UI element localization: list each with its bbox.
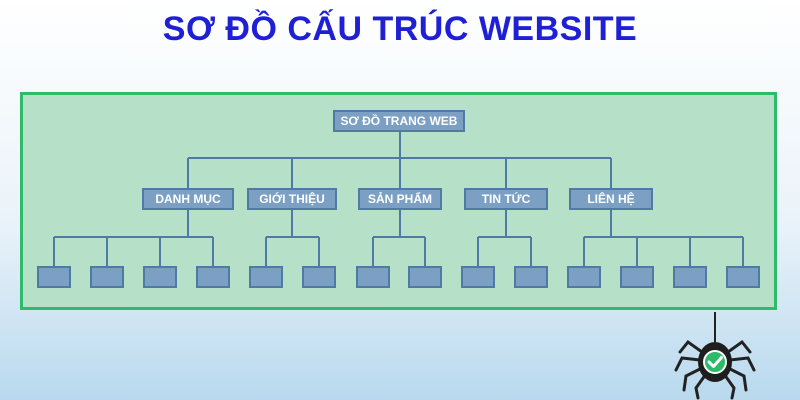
leaf-node xyxy=(673,266,707,288)
leaf-node xyxy=(356,266,390,288)
category-node-label: SẢN PHẨM xyxy=(367,192,432,206)
leaf-node xyxy=(90,266,124,288)
category-node: DANH MỤC xyxy=(142,188,234,210)
root-node: SƠ ĐỒ TRANG WEB xyxy=(333,110,465,132)
category-node-label: GIỚI THIỆU xyxy=(259,192,325,206)
leaf-node xyxy=(461,266,495,288)
category-node-label: LIÊN HỆ xyxy=(587,192,635,206)
category-node-label: TIN TỨC xyxy=(481,192,531,206)
root-node-label: SƠ ĐỒ TRANG WEB xyxy=(340,114,458,128)
leaf-node xyxy=(408,266,442,288)
category-node: SẢN PHẨM xyxy=(358,188,442,210)
leaf-node xyxy=(196,266,230,288)
category-node: TIN TỨC xyxy=(464,188,548,210)
leaf-node xyxy=(567,266,601,288)
leaf-node xyxy=(726,266,760,288)
category-node: LIÊN HỆ xyxy=(569,188,653,210)
page-title: SƠ ĐỒ CẤU TRÚC WEBSITE xyxy=(162,10,638,48)
leaf-node xyxy=(514,266,548,288)
leaf-node xyxy=(302,266,336,288)
category-node: GIỚI THIỆU xyxy=(247,188,337,210)
spider-check-icon xyxy=(674,312,756,400)
leaf-node xyxy=(37,266,71,288)
leaf-node xyxy=(620,266,654,288)
leaf-node xyxy=(143,266,177,288)
leaf-node xyxy=(249,266,283,288)
category-node-label: DANH MỤC xyxy=(155,192,221,206)
